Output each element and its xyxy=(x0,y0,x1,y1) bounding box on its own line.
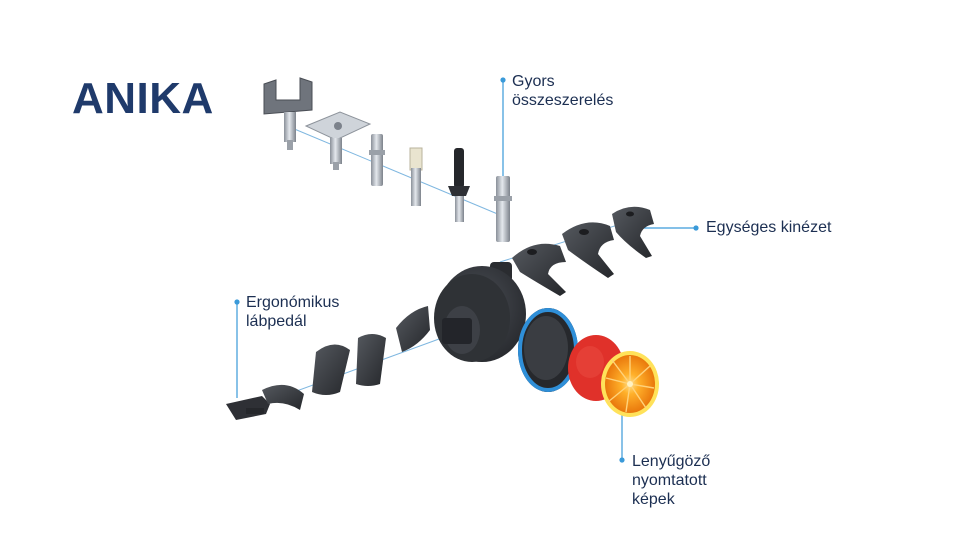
stem-fitting-icon xyxy=(494,176,512,242)
leader-printed-images-dot xyxy=(619,457,625,463)
pedal-row xyxy=(226,306,430,420)
twin-wheel-icon xyxy=(434,262,526,362)
callout-ergonomic-pedal: Ergonómikus lábpedál xyxy=(246,293,339,331)
foot-pedal-icon xyxy=(226,396,270,420)
wheel-hood-icon xyxy=(612,206,654,258)
callout-printed-images: Lenyűgöző nyomtatott képek xyxy=(632,452,710,509)
callout-quick-assembly-line-1: Gyors xyxy=(512,73,555,90)
callout-printed-images-line-2: nyomtatott xyxy=(632,472,707,489)
leader-ergonomic-pedal-dot xyxy=(234,299,240,305)
hoods-row xyxy=(512,206,654,296)
foot-pedal-icon xyxy=(356,334,386,386)
foot-pedal-icon xyxy=(396,306,430,352)
stem-fitting-icon xyxy=(304,111,372,170)
callout-quick-assembly: Gyors összeszerelés xyxy=(512,72,613,110)
leader-quick-assembly-dot xyxy=(500,77,506,83)
callout-quick-assembly-line-2: összeszerelés xyxy=(512,92,614,109)
page-title: ANIKA xyxy=(72,74,214,123)
stem-fitting-icon xyxy=(263,77,313,150)
callout-uniform-look-line-1: Egységes kinézet xyxy=(706,219,832,236)
fittings-row xyxy=(263,77,512,242)
axis-fittings xyxy=(291,127,501,216)
orange-slice-icon xyxy=(601,351,659,417)
callout-uniform-look: Egységes kinézet xyxy=(706,218,831,237)
leader-uniform-look-dot xyxy=(693,225,699,231)
callout-ergonomic-pedal-line-2: lábpedál xyxy=(246,313,307,330)
callout-printed-images-line-1: Lenyűgöző xyxy=(632,453,711,470)
wheel-hood-icon xyxy=(562,222,614,278)
foot-pedal-icon xyxy=(312,344,350,395)
stem-fitting-icon xyxy=(448,148,470,222)
foot-pedal-icon xyxy=(262,384,304,410)
stem-fitting-icon xyxy=(369,134,385,186)
wheel-hood-icon xyxy=(512,243,566,296)
callout-printed-images-line-3: képek xyxy=(632,491,675,508)
wheel-cover-icon xyxy=(518,308,578,392)
stem-fitting-icon xyxy=(409,147,423,206)
callout-ergonomic-pedal-line-1: Ergonómikus xyxy=(246,294,340,311)
